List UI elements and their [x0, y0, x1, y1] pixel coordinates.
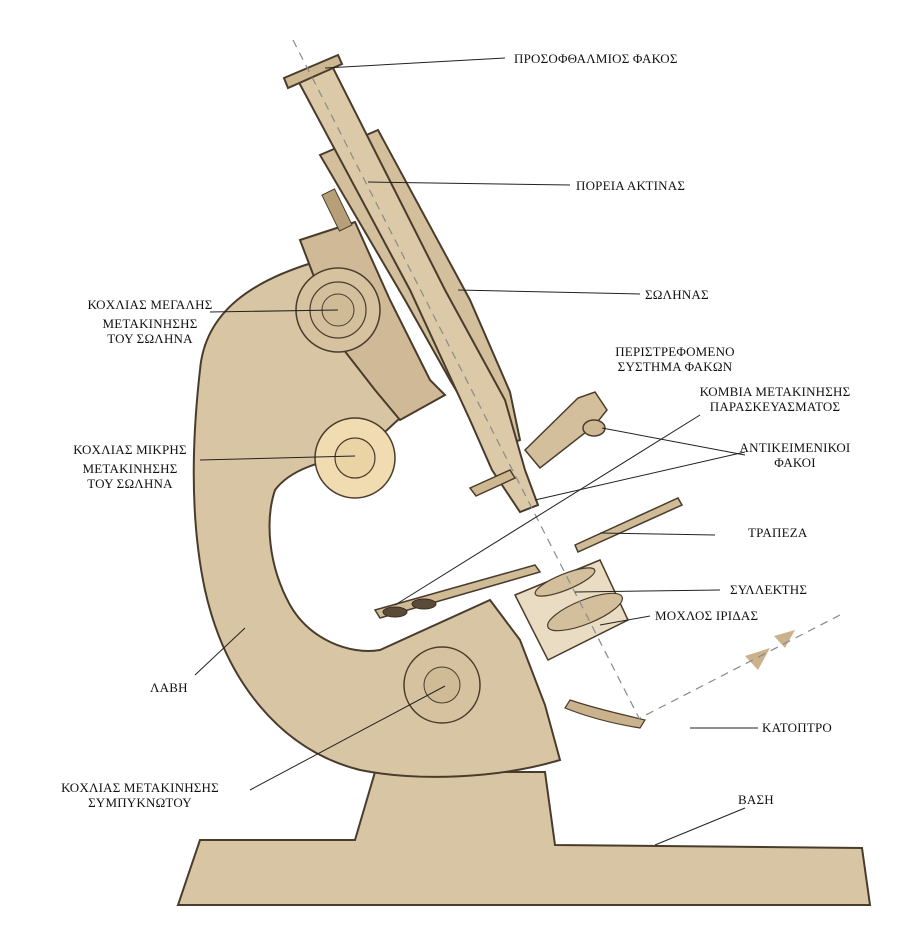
mirror-shape — [564, 699, 646, 729]
label-revolver-line2: ΣΥΣΤΗΜΑ ΦΑΚΩΝ — [617, 359, 733, 374]
leader-objective-2 — [534, 451, 746, 501]
label-tube: ΣΩΛΗΝΑΣ — [645, 287, 709, 302]
label-slide-knobs-line1: ΚΟΜΒΙΑ ΜΕΤΑΚΙΝΗΣΗΣ — [699, 384, 851, 399]
label-iris-lever: ΜΟΧΛΟΣ ΙΡΙΔΑΣ — [655, 608, 759, 623]
leader-coarse — [209, 309, 339, 313]
eyepiece-cap — [282, 53, 344, 90]
label-coarse-knob: ΚΟΧΛΙΑΣ ΜΕΓΑΛΗΣ ΜΕΤΑΚΙΝΗΣΗΣ ΤΟΥ ΣΩΛΗΝΑ — [50, 297, 250, 346]
label-revolver: ΠΕΡΙΣΤΡΕΦΟΜΕΝΟ ΣΥΣΤΗΜΑ ΦΑΚΩΝ — [585, 344, 765, 374]
condenser-lens-top — [534, 567, 596, 597]
label-arm: ΛΑΒΗ — [150, 680, 188, 695]
tube-shape — [293, 60, 540, 514]
leader-condenser-knob — [249, 685, 446, 791]
objective-arm — [523, 391, 608, 470]
fine-knob-inner — [334, 437, 376, 479]
label-condenser-knob-line2: ΣΥΜΠΥΚΝΩΤΟΥ — [88, 795, 192, 810]
leader-ray-path — [367, 181, 571, 186]
label-objectives-line2: ΦΑΚΟΙ — [774, 455, 816, 470]
optical-axis — [292, 39, 641, 721]
label-ray-path: ΠΟΡΕΙΑ ΑΚΤΙΝΑΣ — [576, 178, 686, 193]
leader-objective-1 — [601, 427, 746, 456]
slide-knob-shape-2 — [411, 598, 437, 610]
stage-plate-right — [574, 497, 684, 553]
label-fine-line3: ΤΟΥ ΣΩΛΗΝΑ — [87, 476, 173, 491]
label-base: ΒΑΣΗ — [738, 792, 774, 807]
rack-teeth — [321, 188, 353, 232]
slide-knob-shape — [382, 606, 408, 618]
label-fine-knob: ΚΟΧΛΙΑΣ ΜΙΚΡΗΣ ΜΕΤΑΚΙΝΗΣΗΣ ΤΟΥ ΣΩΛΗΝΑ — [30, 442, 230, 491]
base-shape — [176, 771, 872, 906]
condenser-lens-bottom — [547, 592, 623, 632]
label-stage: ΤΡΑΠΕΖΑ — [748, 525, 808, 540]
leader-arm — [194, 627, 246, 676]
leader-stage — [599, 532, 716, 536]
leader-fine — [199, 455, 356, 461]
label-coarse-line2: ΜΕΤΑΚΙΝΗΣΗΣ — [102, 316, 198, 331]
label-slide-knobs-line2: ΠΑΡΑΣΚΕΥΑΣΜΑΤΟΣ — [709, 399, 841, 414]
light-arrow-1 — [774, 630, 795, 648]
leader-iris — [599, 615, 651, 626]
condenser-knob-inner — [423, 666, 461, 704]
label-objectives: ΑΝΤΙΚΕΙΜΕΝΙΚΟΙ ΦΑΚΟΙ — [720, 440, 870, 470]
label-eyepiece: ΠΡΟΣΟΦΘΑΛΜΙΟΣ ΦΑΚΟΣ — [514, 51, 678, 66]
objective-lens-shape — [582, 419, 606, 437]
leader-tube — [457, 289, 641, 295]
label-coarse-line3: ΤΟΥ ΣΩΛΗΝΑ — [107, 331, 193, 346]
leader-slide-knob — [394, 414, 701, 606]
revolver-shape — [468, 469, 517, 497]
label-fine-line1: ΚΟΧΛΙΑΣ ΜΙΚΡΗΣ — [73, 442, 187, 457]
leader-condenser — [574, 589, 721, 593]
leader-eyepiece — [324, 57, 506, 69]
light-arrow-2 — [745, 648, 770, 670]
arm-shape — [192, 260, 562, 778]
label-coarse-line1: ΚΟΧΛΙΑΣ ΜΕΓΑΛΗΣ — [87, 297, 213, 312]
label-condenser-knob: ΚΟΧΛΙΑΣ ΜΕΤΑΚΙΝΗΣΗΣ ΣΥΜΠΥΚΝΩΤΟΥ — [30, 780, 250, 810]
label-revolver-line1: ΠΕΡΙΣΤΡΕΦΟΜΕΝΟ — [615, 344, 735, 359]
incoming-light — [639, 614, 841, 719]
leader-base — [654, 807, 746, 846]
label-objectives-line1: ΑΝΤΙΚΕΙΜΕΝΙΚΟΙ — [739, 440, 851, 455]
label-mirror: ΚΑΤΟΠΤΡΟ — [762, 720, 832, 735]
label-condenser: ΣΥΛΛΕΚΤΗΣ — [730, 582, 808, 597]
label-fine-line2: ΜΕΤΑΚΙΝΗΣΗΣ — [82, 461, 178, 476]
label-slide-knobs: ΚΟΜΒΙΑ ΜΕΤΑΚΙΝΗΣΗΣ ΠΑΡΑΣΚΕΥΑΣΜΑΤΟΣ — [665, 384, 885, 414]
label-condenser-knob-line1: ΚΟΧΛΙΑΣ ΜΕΤΑΚΙΝΗΣΗΣ — [61, 780, 219, 795]
leader-lines — [194, 57, 758, 846]
